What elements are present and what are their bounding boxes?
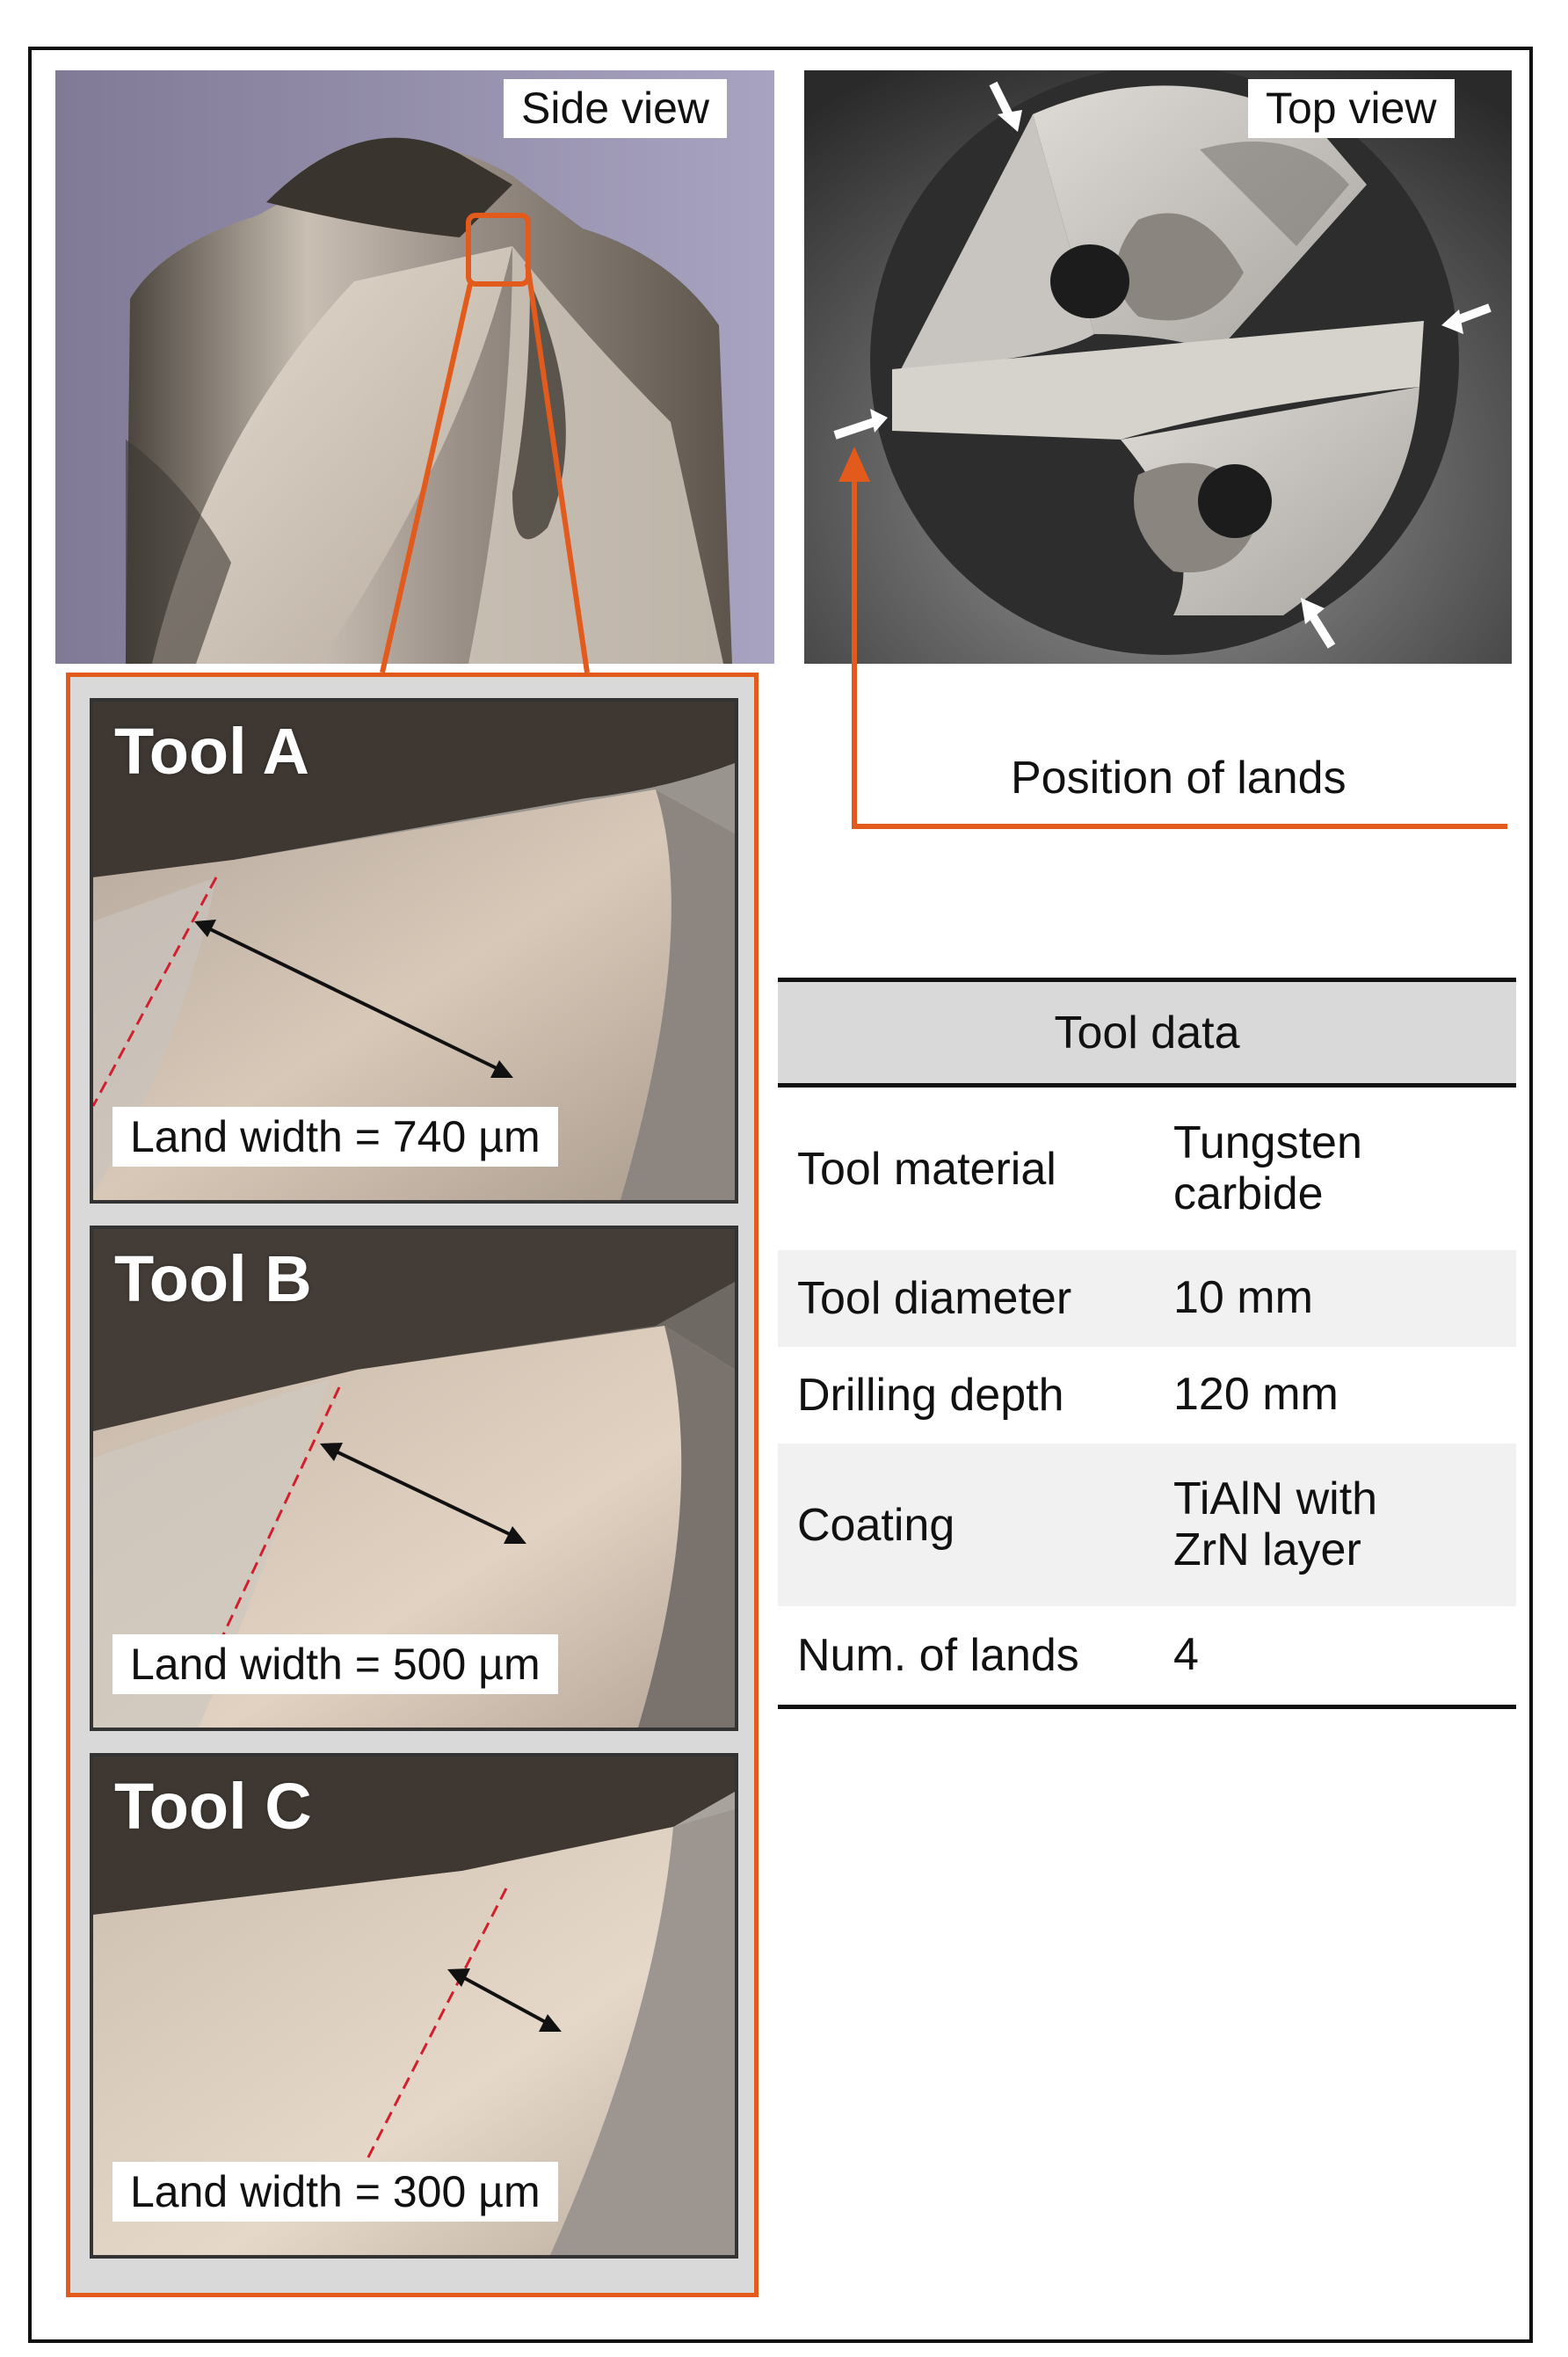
top-view-label: Top view	[1248, 79, 1455, 138]
table-row: Tool diameter 10 mm	[778, 1250, 1516, 1347]
table-row: Coating TiAlN with ZrN layer	[778, 1444, 1516, 1606]
row-key: Num. of lands	[797, 1630, 1079, 1681]
tool-data-table: Tool data Tool material Tungsten carbide…	[778, 978, 1516, 1709]
tool-c-land-width: Land width = 300 µm	[113, 2162, 558, 2222]
tool-data-header: Tool data	[778, 978, 1516, 1088]
tool-a-photo: Tool A Land width = 740 µm	[90, 698, 738, 1204]
lands-caption: Position of lands	[1011, 753, 1347, 804]
row-value: 4	[1173, 1629, 1199, 1681]
row-key: Tool diameter	[797, 1273, 1072, 1324]
table-row: Drilling depth 120 mm	[778, 1347, 1516, 1444]
side-view-label: Side view	[504, 79, 727, 138]
table-row: Tool material Tungsten carbide	[778, 1088, 1516, 1250]
row-key: Tool material	[797, 1143, 1056, 1195]
tool-c-title: Tool C	[114, 1770, 312, 1843]
tool-c-photo: Tool C Land width = 300 µm	[90, 1753, 738, 2259]
table-row: Num. of lands 4	[778, 1606, 1516, 1709]
zoom-panel: Tool A Land width = 740 µm Tool B Land w…	[66, 673, 759, 2297]
tool-b-land-width: Land width = 500 µm	[113, 1634, 558, 1694]
row-value: Tungsten carbide	[1173, 1117, 1362, 1219]
tool-a-title: Tool A	[114, 715, 309, 788]
side-view-photo	[55, 70, 774, 664]
row-key: Coating	[797, 1499, 955, 1551]
row-value: TiAlN with ZrN layer	[1173, 1473, 1378, 1575]
tool-b-title: Tool B	[114, 1242, 312, 1315]
row-value: 120 mm	[1173, 1369, 1339, 1421]
tool-a-land-width: Land width = 740 µm	[113, 1107, 558, 1167]
row-key: Drilling depth	[797, 1370, 1064, 1421]
row-value: 10 mm	[1173, 1272, 1313, 1324]
tool-b-photo: Tool B Land width = 500 µm	[90, 1226, 738, 1731]
top-view-photo	[804, 70, 1512, 664]
